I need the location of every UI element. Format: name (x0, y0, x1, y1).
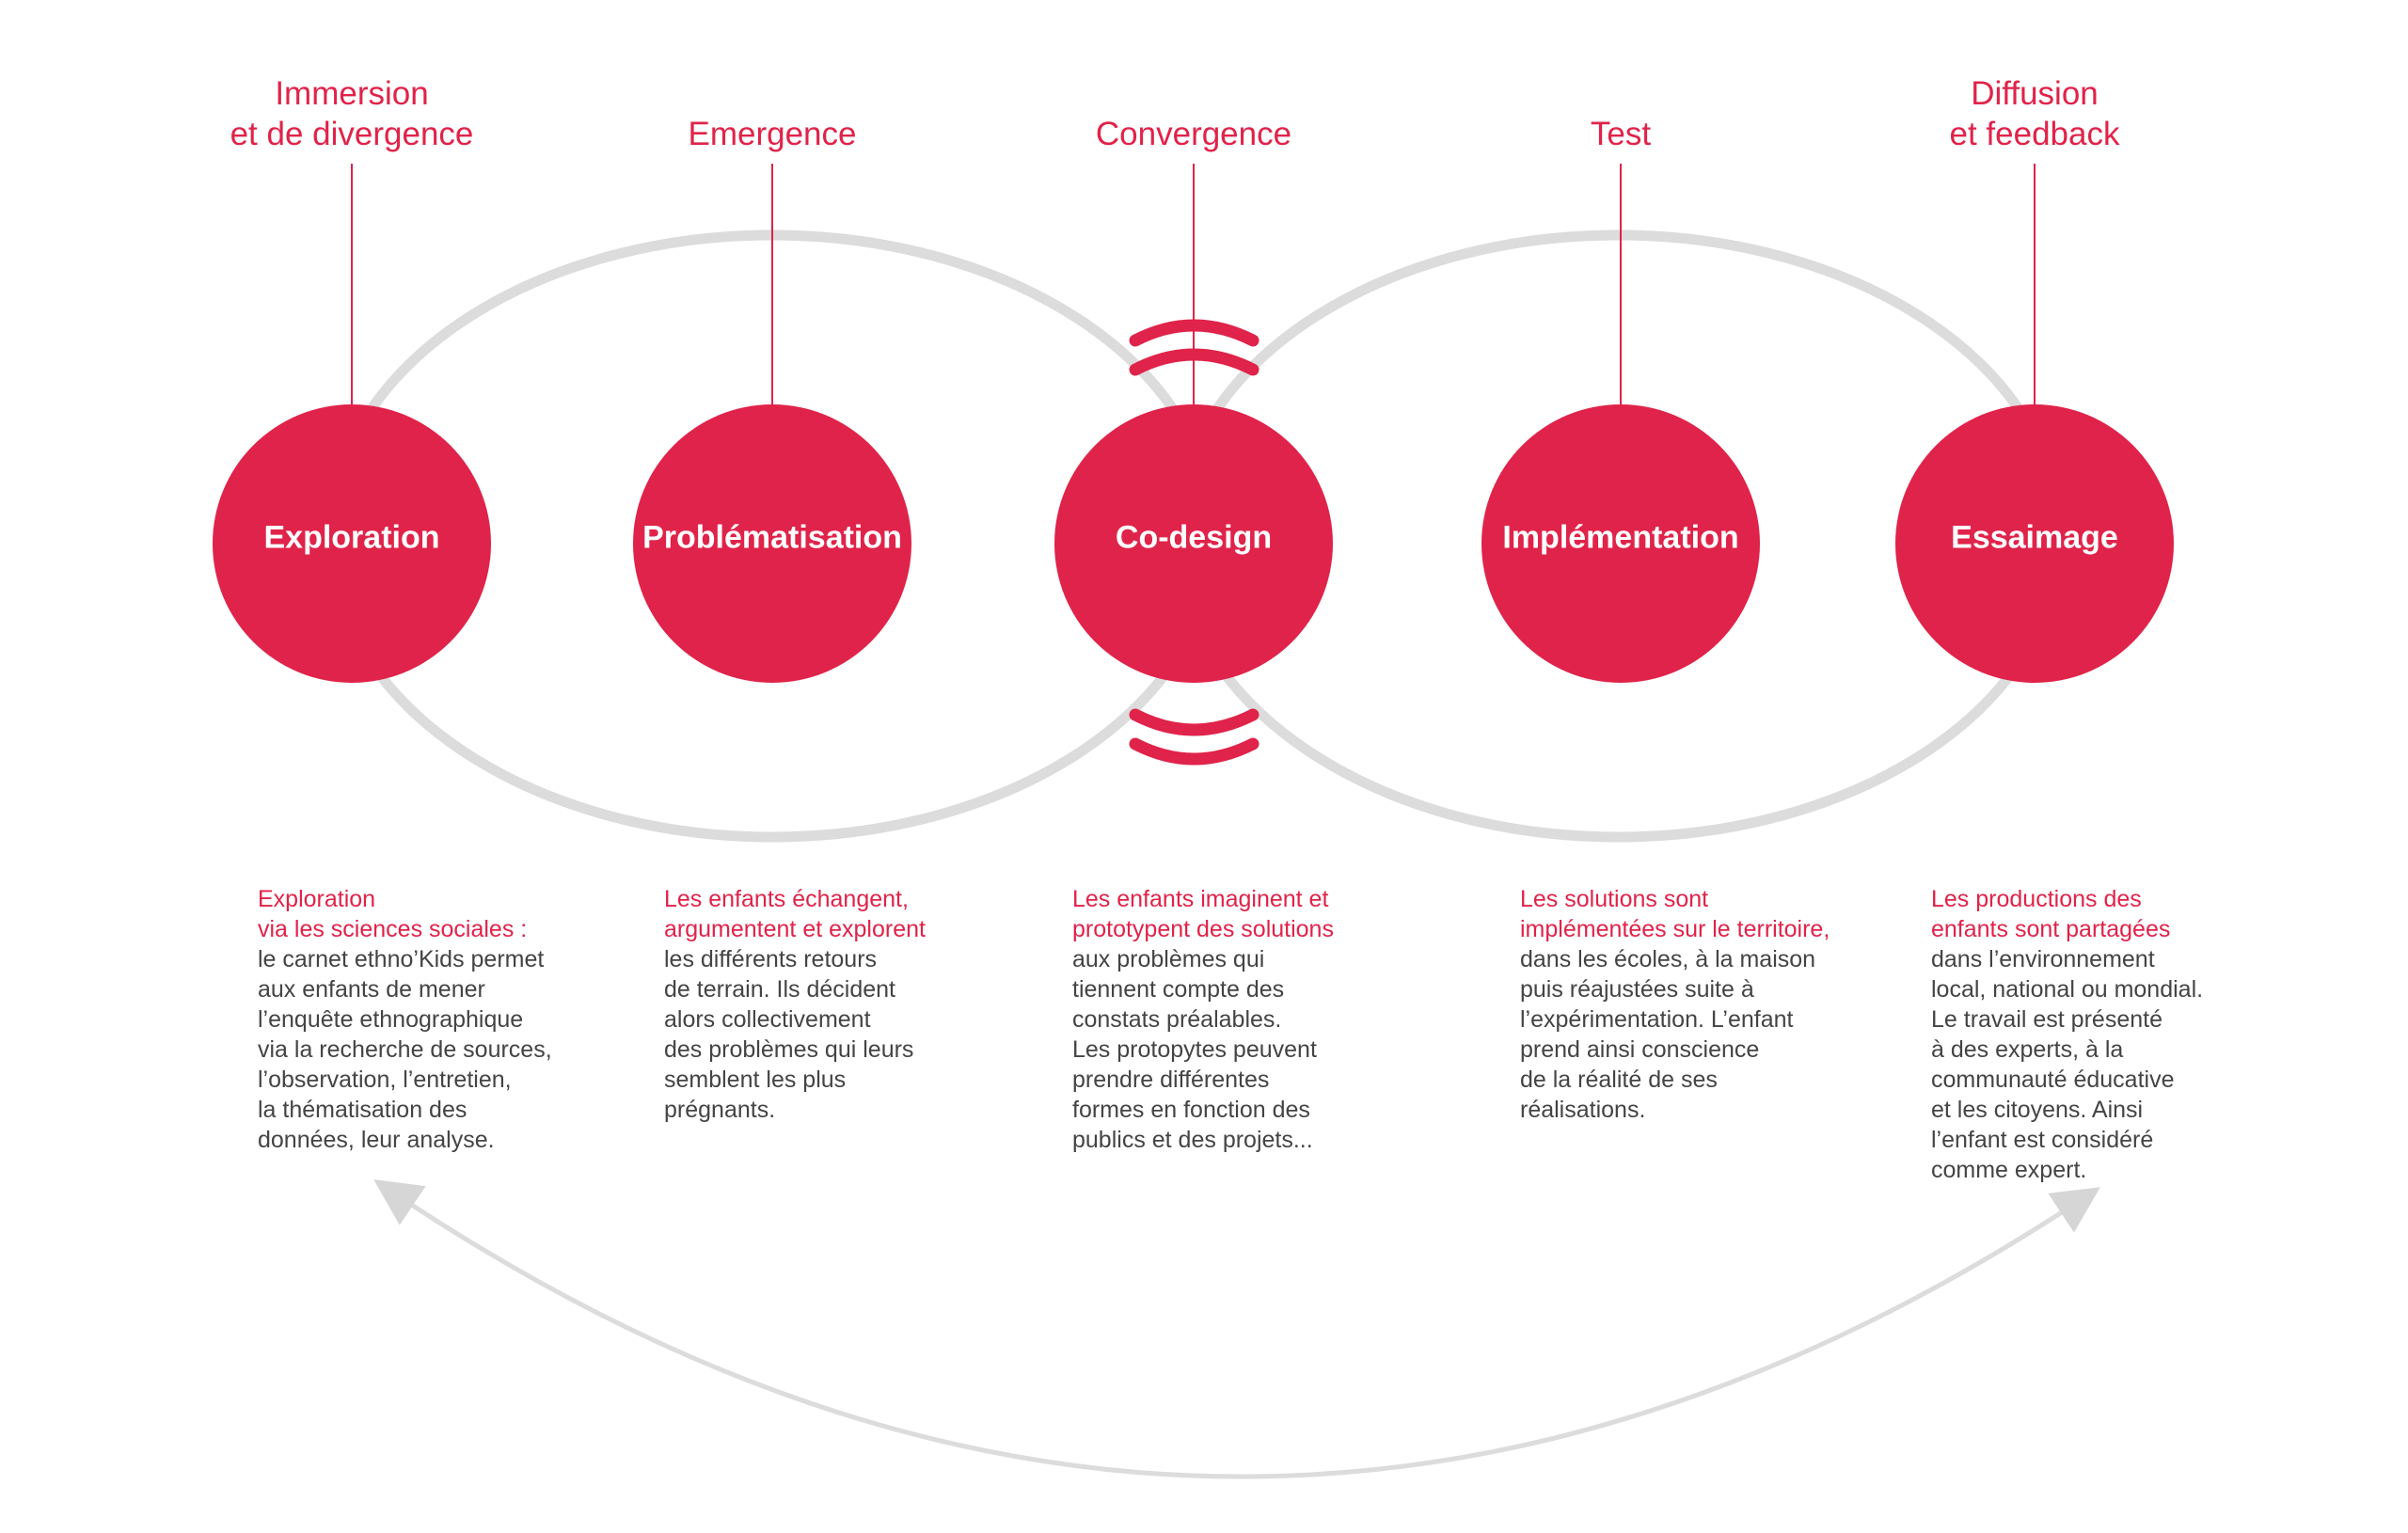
description-line: le carnet ethno’Kids permet (258, 946, 545, 972)
phase-line: et feedback (1949, 116, 2120, 152)
description-line: Le travail est présenté (1931, 1006, 2162, 1033)
description-line: formes en fonction des (1072, 1097, 1310, 1123)
stage-name: Implémentation (1502, 519, 1739, 556)
description-line: Les protopytes peuvent (1072, 1036, 1317, 1063)
stage-circle (633, 404, 911, 683)
phase-line: Diffusion (1971, 75, 2099, 112)
description-line: et les citoyens. Ainsi (1931, 1097, 2144, 1123)
description-line: l’enfant est considéré (1931, 1127, 2154, 1153)
phase-line: Test (1590, 116, 1652, 152)
stage-description: Exploration via les sciences sociales : le… (258, 884, 552, 1155)
description-highlight: via les sciences sociales : (258, 916, 528, 942)
signal-waves-icon (1129, 319, 1259, 766)
description-line: publics et des projets... (1072, 1127, 1313, 1153)
phase-label: Emergence (584, 114, 960, 154)
description-line: dans l’environnement (1931, 946, 2155, 972)
description-line: tiennent compte des (1072, 976, 1285, 1003)
description-line: réalisations. (1520, 1097, 1646, 1123)
description-highlight: Les enfants échangent, (664, 886, 909, 912)
phase-line: Convergence (1095, 116, 1292, 152)
description-highlight: prototypent des solutions (1072, 916, 1334, 942)
stage-name: Problématisation (642, 519, 902, 556)
description-highlight: implémentées sur le territoire, (1520, 916, 1830, 942)
stage-name: Co-design (1115, 519, 1273, 556)
stage-description: Les enfants imaginent et prototypent des … (1072, 884, 1334, 1155)
description-highlight: Les enfants imaginent et (1072, 886, 1329, 912)
stage-name: Essaimage (1951, 519, 2118, 556)
description-line: aux enfants de mener (258, 976, 485, 1003)
description-line: prendre différentes (1072, 1067, 1270, 1093)
description-line: de terrain. Ils décident (664, 976, 895, 1003)
phase-label: Immersion et de divergence (164, 73, 540, 154)
description-line: semblent les plus (664, 1067, 847, 1093)
description-line: constats préalables. (1072, 1006, 1282, 1033)
description-line: via la recherche de sources, (258, 1036, 552, 1063)
phase-label: Diffusion et feedback (1846, 73, 2223, 154)
description-line: aux problèmes qui (1072, 946, 1265, 972)
description-line: à des experts, à la (1931, 1036, 2124, 1063)
stage-description: Les solutions sont implémentées sur le te… (1520, 884, 1830, 1125)
description-line: l’enquête ethnographique (258, 1006, 524, 1033)
description-line: des problèmes qui leurs (664, 1036, 914, 1063)
description-line: la thématisation des (258, 1097, 467, 1123)
description-highlight: Les solutions sont (1520, 886, 1709, 912)
description-line: communauté éducative (1931, 1067, 2175, 1093)
stage-circle (213, 404, 491, 683)
description-line: données, leur analyse. (258, 1127, 495, 1153)
description-line: alors collectivement (664, 1006, 871, 1033)
stage-circle (1895, 404, 2174, 683)
description-line: les différents retours (664, 946, 878, 972)
stage-circle (1481, 404, 1760, 683)
description-line: puis réajustées suite à (1520, 976, 1754, 1003)
description-line: l’observation, l’entretien, (258, 1067, 512, 1093)
description-line: comme expert. (1931, 1157, 2087, 1183)
description-line: prégnants. (664, 1097, 776, 1123)
description-line: l’expérimentation. L’enfant (1520, 1006, 1794, 1033)
phase-line: et de divergence (230, 116, 474, 152)
description-highlight: enfants sont partagées (1931, 916, 2171, 942)
phase-label: Convergence (1006, 114, 1382, 154)
description-highlight: Exploration (258, 886, 376, 912)
description-line: de la réalité de ses (1520, 1067, 1718, 1093)
stage-description: Les enfants échangent, argumentent et exp… (664, 884, 926, 1125)
feedback-arrow (373, 1179, 2100, 1479)
description-highlight: argumentent et explorent (664, 916, 926, 942)
phase-line: Immersion (275, 75, 429, 112)
stage-name: Exploration (263, 519, 440, 556)
stage-description: Les productions des enfants sont partagée… (1931, 884, 2203, 1185)
phase-line: Emergence (688, 116, 857, 152)
description-line: dans les écoles, à la maison (1520, 946, 1816, 972)
description-line: prend ainsi conscience (1520, 1036, 1760, 1063)
phase-label: Test (1433, 114, 1809, 154)
description-highlight: Les productions des (1931, 886, 2142, 912)
stage-circle (1054, 404, 1333, 683)
description-line: local, national ou mondial. (1931, 976, 2204, 1003)
